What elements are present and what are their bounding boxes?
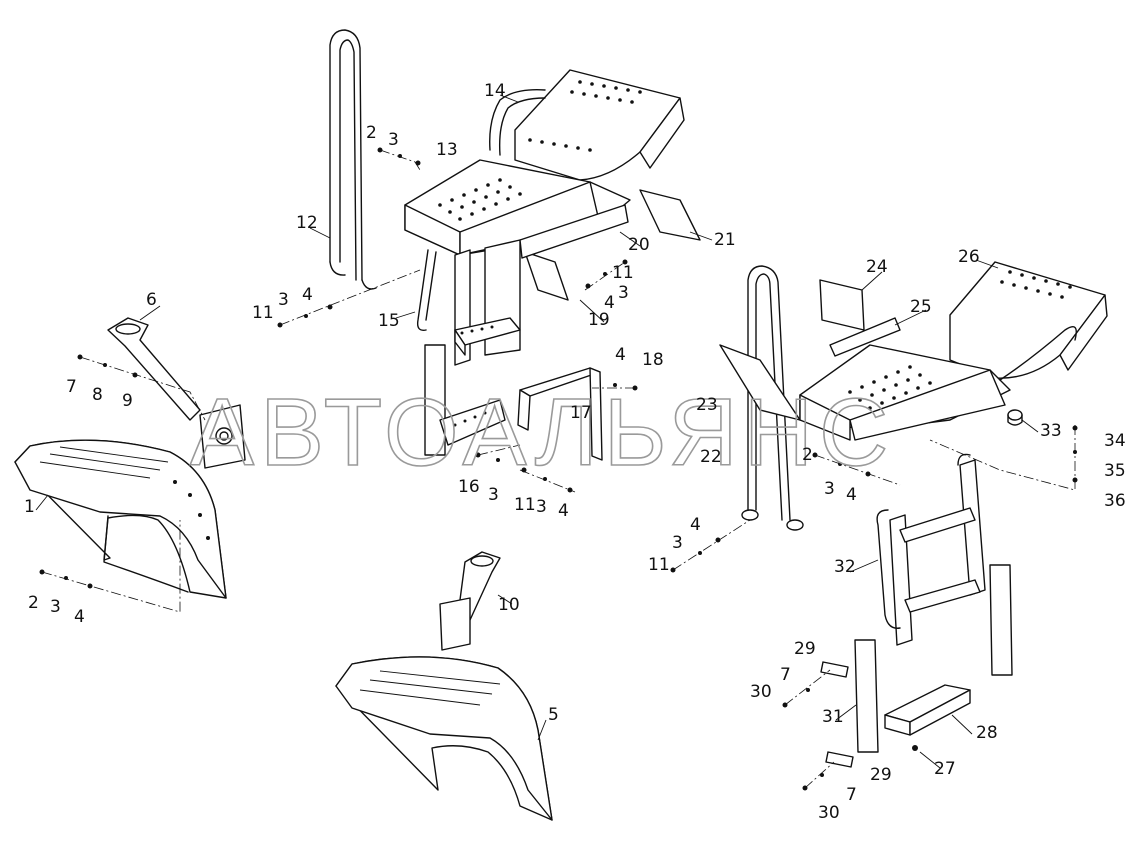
callout-3b: 3: [388, 130, 399, 150]
bracket-10: [439, 551, 501, 651]
plate-31: [854, 639, 879, 753]
bracket-20: [519, 204, 629, 259]
callout-12: 12: [296, 213, 318, 233]
callout-5: 5: [548, 705, 559, 725]
handrail-right: [741, 265, 804, 531]
callout-32: 32: [834, 557, 856, 577]
callout-16: 16: [458, 477, 480, 497]
callout-25: 25: [910, 297, 932, 317]
callout-34: 34: [1104, 431, 1126, 451]
callout-35: 35: [1104, 461, 1126, 481]
callout-28: 28: [976, 723, 998, 743]
callout-21: 21: [714, 230, 736, 250]
callout-13: 13: [436, 140, 458, 160]
callout-11d: 11: [648, 555, 670, 575]
fender-left: [14, 439, 227, 599]
handrail-left: [329, 29, 377, 290]
bracket-21: [639, 189, 701, 241]
callout-31: 31: [822, 707, 844, 727]
callout-9: 9: [122, 391, 133, 411]
callout-7c: 7: [846, 785, 857, 805]
nut-33: [1007, 409, 1023, 426]
callout-3h: 3: [824, 479, 835, 499]
callout-19: 19: [588, 310, 610, 330]
callout-29b: 29: [870, 765, 892, 785]
callout-4c: 4: [604, 293, 615, 313]
callout-24: 24: [866, 257, 888, 277]
callout-2b: 2: [366, 123, 377, 143]
callout-3: 3: [50, 597, 61, 617]
fasteners: [39, 147, 1078, 791]
callout-4d: 4: [615, 345, 626, 365]
callout-7b: 7: [780, 665, 791, 685]
callout-30b: 30: [818, 803, 840, 823]
callout-4f: 4: [690, 515, 701, 535]
bracket-6: [107, 317, 246, 469]
bracket-19: [524, 251, 569, 301]
callout-4e: 4: [558, 501, 569, 521]
callout-11c: 11: [514, 495, 536, 515]
bracket-17: [517, 367, 603, 461]
watermark-text: АВТОАЛЬЯНС: [190, 379, 894, 486]
callout-26: 26: [958, 247, 980, 267]
callout-22: 22: [700, 447, 722, 467]
callout-3c: 3: [278, 290, 289, 310]
callout-27: 27: [934, 759, 956, 779]
callout-30a: 30: [750, 682, 772, 702]
fender-bottom: [335, 656, 553, 821]
callout-23: 23: [696, 395, 718, 415]
callout-4: 4: [74, 607, 85, 627]
callout-11a: 11: [252, 303, 274, 323]
callout-3d: 3: [618, 283, 629, 303]
callout-2c: 2: [802, 445, 813, 465]
callout-15: 15: [378, 311, 400, 331]
callout-3f: 3: [536, 497, 547, 517]
callout-3e: 3: [488, 485, 499, 505]
step-assembly-right: [719, 261, 1108, 441]
callout-10: 10: [498, 595, 520, 615]
callout-7a: 7: [66, 377, 77, 397]
callout-11b: 11: [612, 263, 634, 283]
callout-33: 33: [1040, 421, 1062, 441]
callout-4b: 4: [302, 285, 313, 305]
callout-17: 17: [570, 403, 592, 423]
callout-8: 8: [92, 385, 103, 405]
callout-14: 14: [484, 81, 506, 101]
ladder-32: [876, 453, 1013, 676]
callout-1: 1: [24, 497, 35, 517]
callout-6: 6: [146, 290, 157, 310]
callout-3g: 3: [672, 533, 683, 553]
step-28: [884, 684, 971, 736]
callout-18: 18: [642, 350, 664, 370]
leader-lines: [35, 94, 1039, 769]
callout-labels: 1 2 3 4 5 6 7 8 9 10 11 12 13 14 15 16 1…: [24, 81, 1126, 823]
callout-4g: 4: [846, 485, 857, 505]
perforation-holes-right: [848, 270, 1072, 410]
callout-36: 36: [1104, 491, 1126, 511]
perforation-holes: [438, 80, 642, 427]
callout-2: 2: [28, 593, 39, 613]
callout-29a: 29: [794, 639, 816, 659]
